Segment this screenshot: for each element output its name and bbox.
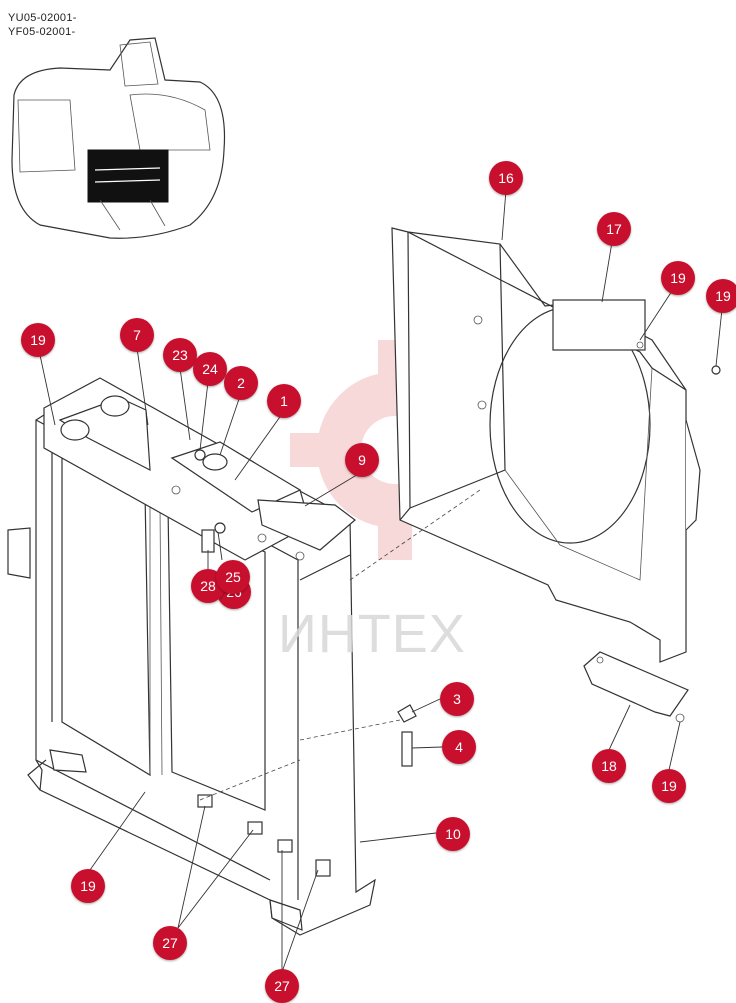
fitting-icon — [197, 794, 213, 808]
shroud-bottom-bracket — [583, 651, 689, 723]
callout-17[interactable]: 17 — [597, 212, 631, 246]
machine-location-thumbnail — [11, 37, 226, 239]
radiator-top-tank — [43, 377, 356, 561]
callout-19[interactable]: 19 — [661, 261, 695, 295]
callout-19[interactable]: 19 — [652, 769, 686, 803]
serial-range-2: YF05-02001- — [8, 26, 76, 38]
washer-bolt-parts — [201, 522, 226, 553]
callout-25[interactable]: 25 — [216, 560, 250, 594]
callout-18[interactable]: 18 — [592, 749, 626, 783]
callout-19[interactable]: 19 — [71, 869, 105, 903]
callout-9[interactable]: 9 — [345, 443, 379, 477]
callout-27[interactable]: 27 — [153, 926, 187, 960]
bolt-icon — [711, 365, 721, 375]
fitting-icon — [315, 859, 331, 877]
serial-range-1: YU05-02001- — [8, 12, 77, 24]
callout-19[interactable]: 19 — [21, 323, 55, 357]
fitting-icon — [247, 821, 263, 835]
callout-4[interactable]: 4 — [442, 730, 476, 764]
callout-1[interactable]: 1 — [267, 384, 301, 418]
callout-19[interactable]: 19 — [706, 279, 736, 313]
drain-hose-parts — [397, 704, 417, 767]
assembly-dashed-lines — [199, 489, 481, 801]
callout-24[interactable]: 24 — [193, 352, 227, 386]
callout-2[interactable]: 2 — [224, 366, 258, 400]
fan-shroud — [391, 227, 701, 663]
callout-23[interactable]: 23 — [163, 338, 197, 372]
callout-3[interactable]: 3 — [440, 682, 474, 716]
fitting-icon — [277, 839, 293, 853]
callout-16[interactable]: 16 — [489, 161, 523, 195]
callout-10[interactable]: 10 — [436, 817, 470, 851]
watermark-text: ИНТЕХ — [278, 604, 466, 664]
callout-27[interactable]: 27 — [265, 969, 299, 1003]
leader-lines — [39, 189, 723, 973]
callout-7[interactable]: 7 — [120, 318, 154, 352]
